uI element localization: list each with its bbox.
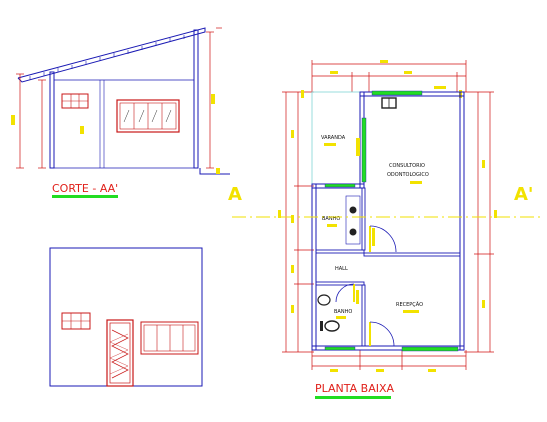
- room-label-consultorio-line1: CONSULTORIO: [389, 163, 425, 169]
- room-label-hall: HALL: [335, 266, 348, 272]
- plan-dimensions: [282, 60, 494, 370]
- section-left-wall: [49, 71, 55, 169]
- bottom-bath-fixtures: [317, 294, 340, 332]
- section-small-window: [61, 93, 89, 109]
- section-large-window: [116, 99, 180, 133]
- top-bath-fixtures: [345, 195, 361, 245]
- facade-view: [49, 247, 203, 387]
- plan-title-underline: [315, 396, 391, 399]
- room-label-consultorio-line2: ODONTOLOGICO: [387, 172, 429, 178]
- section-dimensions: [16, 27, 222, 169]
- section-right-wall: [193, 29, 199, 169]
- consultorio-sink: [381, 97, 397, 109]
- interior-walls: [315, 187, 461, 347]
- cut-marker-left: A: [228, 184, 242, 205]
- room-label-recepcao: RECEPÇÃO: [396, 301, 423, 308]
- plan-title: PLANTA BAIXA: [315, 382, 395, 395]
- room-label-banho-bottom: BANHO: [334, 309, 352, 315]
- facade-large-window: [140, 321, 199, 355]
- dimension-tags: [278, 60, 497, 372]
- floor-plan: VARANDA CONSULTORIO ODONTOLOGICO BANHO H…: [228, 60, 540, 399]
- plan-doors: [335, 225, 397, 347]
- section-ground: [199, 168, 230, 175]
- facade-door: [106, 319, 134, 387]
- room-label-tags: [324, 86, 446, 319]
- room-label-varanda: VARANDA: [321, 135, 346, 141]
- plan-windows: [324, 90, 459, 352]
- facade-small-window: [61, 312, 91, 330]
- section-roof: [17, 27, 206, 83]
- section-view: CORTE - AA': [11, 27, 230, 198]
- section-title-underline: [52, 195, 118, 198]
- section-title: CORTE - AA': [52, 182, 118, 195]
- roof-rafters: [29, 35, 185, 80]
- cut-marker-right: A': [514, 184, 533, 205]
- room-label-banho-top: BANHO: [322, 216, 340, 222]
